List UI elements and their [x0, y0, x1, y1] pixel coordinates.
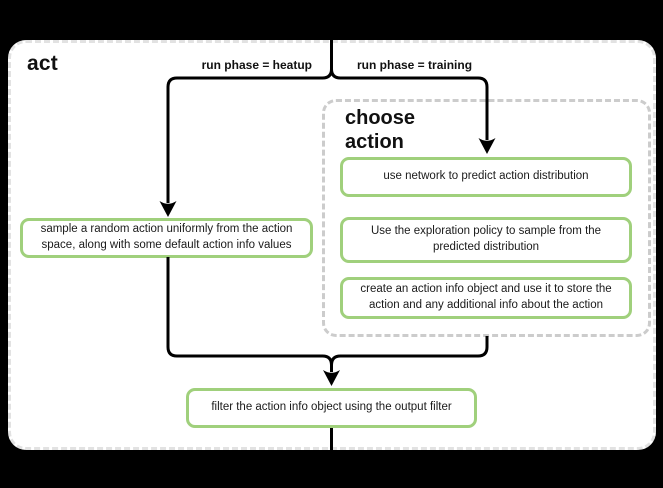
choose-action-group-title: choose action — [345, 107, 416, 153]
node-filter-action-info: filter the action info object using the … — [186, 388, 477, 428]
node-sample-random-action: sample a random action uniformly from th… — [20, 218, 313, 258]
node-create-action-info-object: create an action info object and use it … — [340, 277, 632, 319]
node-predict-action-distribution: use network to predict action distributi… — [340, 157, 632, 197]
node-exploration-policy-sample: Use the exploration policy to sample fro… — [340, 217, 632, 263]
act-title: act — [27, 52, 58, 75]
branch-label-heatup: run phase = heatup — [201, 58, 312, 72]
choose-action-group: choose action use network to predict act… — [322, 99, 651, 337]
branch-label-training: run phase = training — [357, 58, 473, 72]
